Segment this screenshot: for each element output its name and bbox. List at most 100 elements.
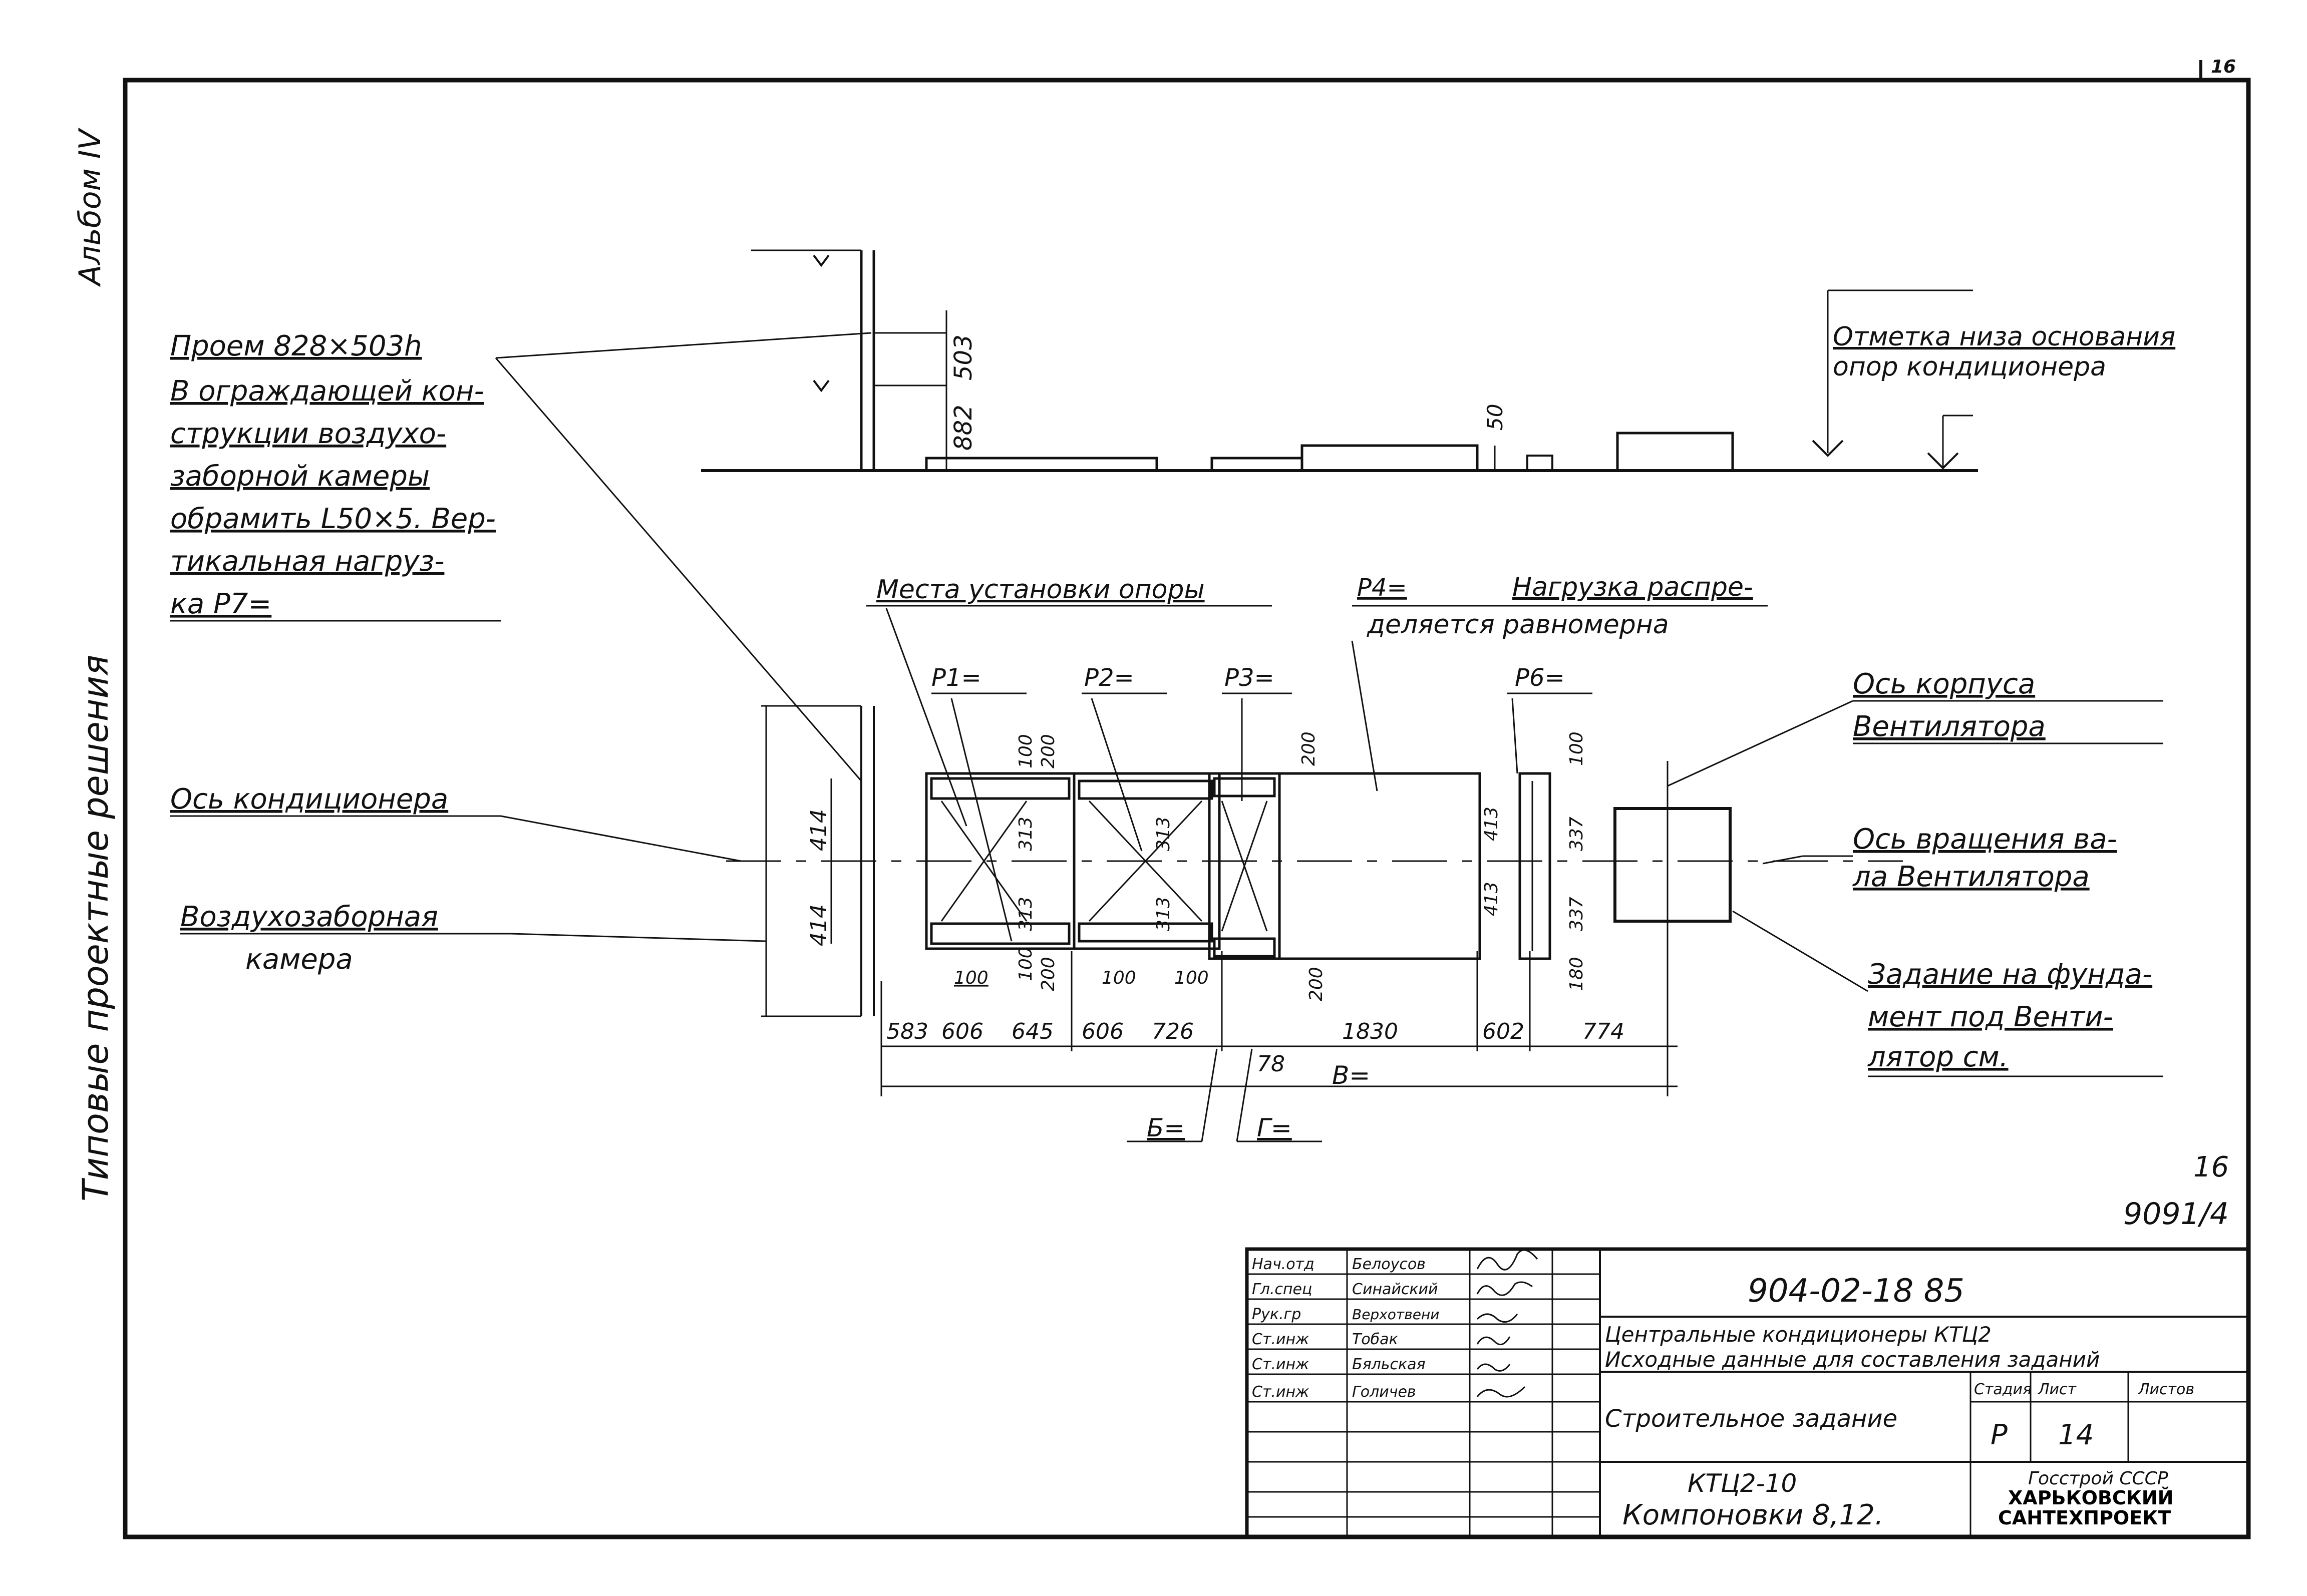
dim-a-100d: 100 <box>1102 968 1136 988</box>
name-1: Белоусов <box>1352 1256 1426 1273</box>
dim-602: 602 <box>1482 1019 1524 1044</box>
dim-606a: 606 <box>941 1019 983 1044</box>
shaft-axis-note: Ось вращения ва- ла Вентилятора <box>1852 823 2117 893</box>
stage-header: Стадия <box>1974 1381 2032 1398</box>
load-p2: P2= <box>1084 664 1134 692</box>
dim-1830: 1830 <box>1342 1019 1398 1044</box>
dim-a-100e: 100 <box>1174 968 1209 988</box>
sheet-ref-bottom: 9091/4 <box>2123 1196 2229 1232</box>
drawing-frame <box>123 78 2251 1539</box>
title-block <box>1245 1247 2250 1539</box>
dim-583: 583 <box>886 1019 928 1044</box>
svg-text:В ограждающей кон-: В ограждающей кон- <box>170 375 484 408</box>
dim-a-313b: 313 <box>1016 897 1036 931</box>
svg-text:опор кондиционера: опор кондиционера <box>1833 352 2106 382</box>
dim-c-180: 180 <box>1566 957 1587 991</box>
sheet-value: 14 <box>2058 1419 2094 1451</box>
dim-c-337b: 337 <box>1566 897 1587 931</box>
dim-a-100b: 100 <box>954 968 988 988</box>
dim-b-413b: 413 <box>1481 882 1502 916</box>
svg-text:Ось корпуса: Ось корпуса <box>1853 668 2035 700</box>
dim-half-414b: 414 <box>806 904 832 946</box>
name-3: Верхотвени <box>1352 1306 1439 1323</box>
dim-half-414a: 414 <box>806 809 832 851</box>
role-5: Ст.инж <box>1252 1356 1309 1373</box>
svg-text:обрамить L50×5. Вер-: обрамить L50×5. Вер- <box>170 503 496 535</box>
stage-value: Р <box>1991 1419 2008 1451</box>
dim-b-413a: 413 <box>1481 807 1502 841</box>
svg-text:лятор см.: лятор см. <box>1867 1041 2009 1073</box>
role-2: Гл.спец <box>1252 1281 1312 1298</box>
page-number: 16 <box>2211 57 2236 77</box>
load-v: В= <box>1332 1061 1370 1090</box>
name-4: Тобак <box>1352 1331 1398 1348</box>
svg-text:заборной камеры: заборной камеры <box>170 460 430 493</box>
elevation-view: 882 503 50 <box>701 249 1978 472</box>
fan-body-axis-note: Ось корпуса Вентилятора <box>1853 668 2046 743</box>
series-label: Типовые проектные решения <box>75 655 116 1202</box>
load-g: Г= <box>1257 1113 1292 1142</box>
org-1: Госстрой СССР <box>2028 1468 2168 1489</box>
dim-645: 645 <box>1012 1019 1054 1044</box>
load-b: Б= <box>1147 1113 1185 1142</box>
role-3: Рук.гр <box>1252 1306 1301 1323</box>
dim-a-313a: 313 <box>1016 817 1036 851</box>
svg-text:Проем 828×503h: Проем 828×503h <box>170 330 422 362</box>
drawing-name-1: КТЦ2-10 <box>1688 1469 1797 1498</box>
support-places-note: Места установки опоры <box>876 575 1205 605</box>
dim-774: 774 <box>1582 1019 1624 1044</box>
role-6: Ст.инж <box>1252 1383 1309 1401</box>
svg-text:Воздухозаборная: Воздухозаборная <box>180 901 438 933</box>
dim-b-200b: 200 <box>1306 967 1327 1001</box>
album-label: Альбом IV <box>73 128 108 287</box>
intake-chamber-note: Воздухозаборная камера <box>180 901 438 976</box>
sheet-ref-top: 16 <box>2193 1151 2229 1183</box>
dim-a-100c: 100 <box>1016 947 1036 981</box>
sheets-header: Листов <box>2138 1381 2194 1398</box>
elev-dim-882: 882 <box>949 405 977 451</box>
dim-606b: 606 <box>1082 1019 1124 1044</box>
dim-a-100a: 100 <box>1016 734 1036 768</box>
elev-dim-503: 503 <box>949 334 977 380</box>
svg-text:ка P7=: ка P7= <box>170 588 271 620</box>
org-2: ХАРЬКОВСКИЙ <box>2008 1487 2173 1509</box>
load-dist-line2: деляется равномерна <box>1367 610 1669 640</box>
plan-view <box>726 705 1903 1142</box>
name-6: Голичев <box>1352 1383 1416 1401</box>
load-p1: P1= <box>931 664 981 692</box>
opening-note: Проем 828×503h В ограждающей кон- струкц… <box>170 330 496 620</box>
role-4: Ст.инж <box>1252 1331 1309 1348</box>
svg-text:тикальная нагруз-: тикальная нагруз- <box>170 545 444 578</box>
name-2: Синайский <box>1352 1281 1438 1298</box>
doc-number: 904-02-18 85 <box>1748 1273 1964 1310</box>
svg-text:ла Вентилятора: ла Вентилятора <box>1852 861 2090 893</box>
svg-text:Вентилятора: Вентилятора <box>1853 710 2046 743</box>
sheet-header: Лист <box>2038 1381 2077 1398</box>
svg-text:Отметка низа основания: Отметка низа основания <box>1833 322 2175 352</box>
svg-text:Задание на фунда-: Задание на фунда- <box>1868 958 2152 991</box>
signatures <box>1476 1249 1538 1398</box>
load-dist-p4: P4= <box>1357 574 1407 602</box>
dim-d-313b: 313 <box>1153 897 1174 931</box>
dim-726: 726 <box>1152 1019 1194 1044</box>
dim-d-313a: 313 <box>1153 817 1174 851</box>
foundation-note: Задание на фунда- мент под Венти- лятор … <box>1867 958 2152 1073</box>
base-mark-note: Отметка низа основания опор кондиционера <box>1833 322 2175 382</box>
conditioner-axis-note: Ось кондиционера <box>170 783 448 816</box>
drawing-name-2: Компоновки 8,12. <box>1622 1499 1884 1531</box>
dim-b-200a: 200 <box>1298 731 1319 766</box>
svg-text:Ось вращения ва-: Ось вращения ва- <box>1853 823 2117 856</box>
svg-text:камера: камера <box>245 943 353 976</box>
title-line-2: Исходные данные для составления заданий <box>1605 1347 2100 1372</box>
task-title: Строительное задание <box>1605 1405 1897 1433</box>
svg-text:мент под Венти-: мент под Венти- <box>1868 1001 2113 1033</box>
svg-text:струкции воздухо-: струкции воздухо- <box>170 418 446 450</box>
dim-c-337a: 337 <box>1566 817 1587 851</box>
dim-a-200b: 200 <box>1038 957 1059 991</box>
load-dist-line1: Нагрузка распре- <box>1512 572 1753 602</box>
elev-dim-50: 50 <box>1483 404 1507 431</box>
title-line-1: Центральные кондиционеры КТЦ2 <box>1605 1322 1992 1347</box>
dim-a-200a: 200 <box>1038 734 1059 768</box>
load-p3: P3= <box>1224 664 1274 692</box>
